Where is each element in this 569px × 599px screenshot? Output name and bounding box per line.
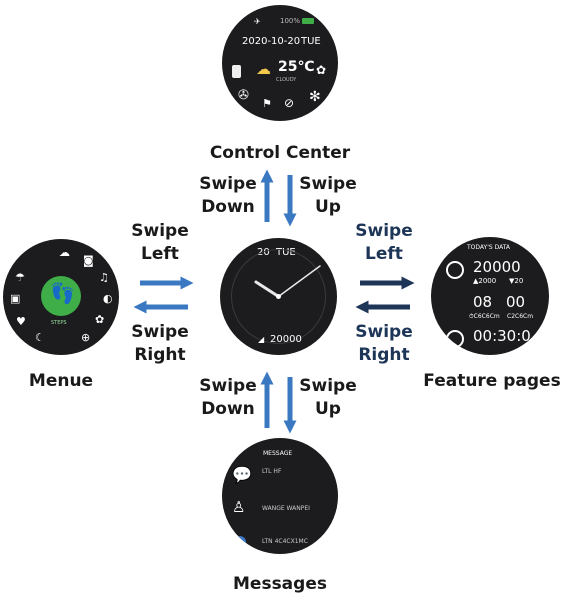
blood-pressure-icon[interactable]: ◐ [103,292,113,305]
weekday-text: TUE [301,36,321,47]
chat-bubble-icon: 💬 [232,465,252,484]
no-disturb-icon[interactable]: ⊘ [284,96,295,110]
brightness-icon[interactable]: ✻ [309,89,321,105]
moon-icon[interactable]: ☾ [35,331,45,344]
timer-ring-icon [446,330,464,348]
date-text: 2020-10-20 [242,36,301,47]
feature-sub-right: C2C6Cm [507,313,534,320]
feature-caption: Feature pages [423,371,561,391]
feature-watch[interactable]: TODAY'S DATA 20000 ▲2000 ▼20 08 00 ⏱C6C6… [431,237,549,355]
steps-label: STEPS [51,320,67,326]
temperature-text: 25℃ [278,59,315,75]
film-icon[interactable]: ✇ [238,88,249,103]
feature-steps: 20000 [473,258,521,276]
gesture-label-left-top: Swipe Left [131,221,189,264]
hour-hand [254,280,280,298]
cloud-icon[interactable]: ☂ [15,271,25,284]
feature-time-min: 00 [506,293,526,311]
feature-steps-up: ▲2000 [473,277,497,285]
messages-watch[interactable]: MESSAGE 💬 LTL HF ♙ WANGE WANPEI LTN 4C4C… [222,438,338,554]
feature-steps-down: ▼20 [509,277,524,285]
minute-hand [277,265,321,298]
message-item-3[interactable]: LTN 4C4CX1MC [262,538,308,545]
chat-icon[interactable]: ☁ [59,246,70,259]
heart-icon[interactable]: ♥ [16,315,26,328]
steps-ring-icon [446,261,464,279]
gamepad-icon[interactable]: ⊕ [81,331,91,344]
analog-clock [231,249,326,344]
home-day: 20 [257,247,270,258]
status-battery-text: 100% [280,17,301,25]
gesture-label-top-left: Swipe Down [199,174,257,217]
gesture-label-bottom-left: Swipe Down [199,376,257,419]
weather-text: CLOUDY [276,77,297,83]
feature-duration: 00:30:0 [473,327,531,345]
home-weekday: TUE [276,247,296,258]
settings-icon[interactable]: ✿ [316,63,327,77]
shoe-icon: ◢ [258,335,265,344]
weather-cloud-icon: ☁ [256,60,271,78]
music-icon[interactable]: ♫ [99,271,109,284]
gesture-label-left-bottom: Swipe Right [131,322,189,365]
camera-icon[interactable]: ◙ [83,254,94,267]
battery-icon [232,65,241,78]
airplane-icon: ✈ [254,17,261,26]
home-watch[interactable]: 20 TUE ◢ 20000 [220,238,337,355]
message-item-1[interactable]: LTL HF [262,468,282,475]
message-item-2[interactable]: WANGE WANPEI [262,505,310,512]
qq-penguin-icon: ♙ [232,498,246,516]
messages-caption: Messages [233,574,327,594]
steps-center[interactable]: 👣 [41,276,81,316]
feature-sub-left: ⏱C6C6Cm [469,313,500,320]
control-center-caption: Control Center [209,143,351,163]
messages-header: MESSAGE [263,450,293,457]
flashlight-icon[interactable]: ⚑ [262,97,272,110]
gesture-label-top-right: Swipe Up [299,174,357,217]
home-steps: 20000 [270,334,302,345]
feature-header: TODAY'S DATA [467,244,511,251]
app-dot-icon [234,536,246,548]
settings-icon[interactable]: ✿ [95,313,105,326]
footprint-icon: 👣 [50,281,75,305]
menu-watch[interactable]: 👣 STEPS ☁ ◙ ♫ ◐ ✿ ⊕ ☾ ♥ ▣ ☂ [3,239,119,355]
gesture-label-right-bottom: Swipe Right [355,322,413,365]
control-center-watch[interactable]: ✈ 100% 2020-10-20 TUE ☁ 25℃ CLOUDY ✿ ✇ ⚑… [222,5,338,121]
gesture-label-right-top: Swipe Left [355,221,413,264]
status-battery-icon [302,18,314,24]
dumbbell-icon[interactable]: ▣ [10,292,21,305]
menu-caption: Menue [28,371,94,391]
feature-time-hour: 08 [473,293,493,311]
gesture-label-bottom-right: Swipe Up [299,376,357,419]
